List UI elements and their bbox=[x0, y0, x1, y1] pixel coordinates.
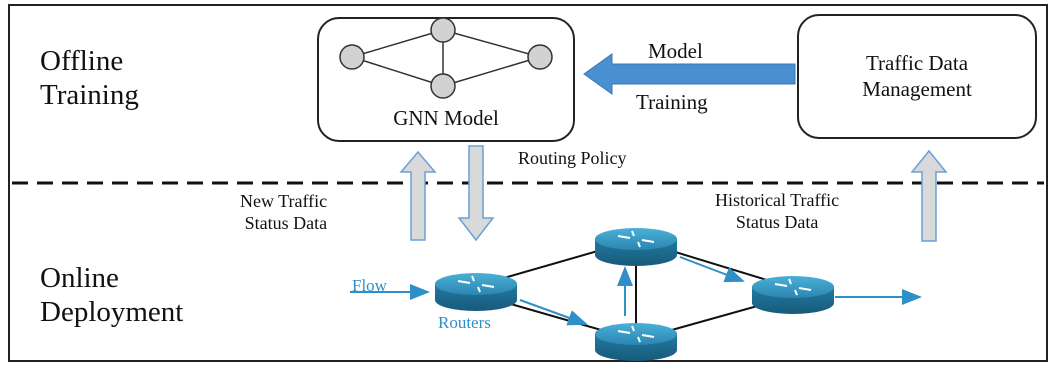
historical-traffic-up-arrow bbox=[910, 149, 948, 242]
new-traffic-status-label: New Traffic Status Data bbox=[240, 191, 328, 233]
routers-label: Routers bbox=[438, 313, 491, 332]
graph-node-icon bbox=[430, 17, 456, 43]
router-icon bbox=[435, 273, 517, 311]
gnn-graph-icon bbox=[339, 17, 553, 99]
routing-policy-label: Routing Policy bbox=[518, 148, 627, 168]
router-icon bbox=[595, 323, 677, 361]
training-label: Training bbox=[636, 90, 708, 114]
flow-label: Flow bbox=[352, 276, 387, 295]
gnn-model-label: GNN Model bbox=[393, 106, 499, 130]
router-icon bbox=[752, 276, 834, 314]
historical-traffic-status-label: Historical Traffic Status Data bbox=[715, 190, 840, 232]
new-traffic-up-arrow bbox=[399, 150, 437, 241]
diagram-frame bbox=[8, 4, 1048, 362]
graph-node-icon bbox=[527, 44, 553, 70]
graph-node-icon bbox=[430, 73, 456, 99]
model-label: Model bbox=[648, 39, 703, 63]
routing-policy-down-arrow bbox=[457, 145, 495, 242]
traffic-data-management-label: Traffic Data Management bbox=[862, 51, 972, 101]
offline-training-label: Offline Training bbox=[40, 45, 139, 111]
graph-node-icon bbox=[339, 44, 365, 70]
online-deployment-label: Online Deployment bbox=[40, 262, 184, 328]
model-training-arrow bbox=[583, 53, 796, 95]
router-icon bbox=[595, 228, 677, 266]
traffic-data-management-box bbox=[797, 14, 1037, 139]
